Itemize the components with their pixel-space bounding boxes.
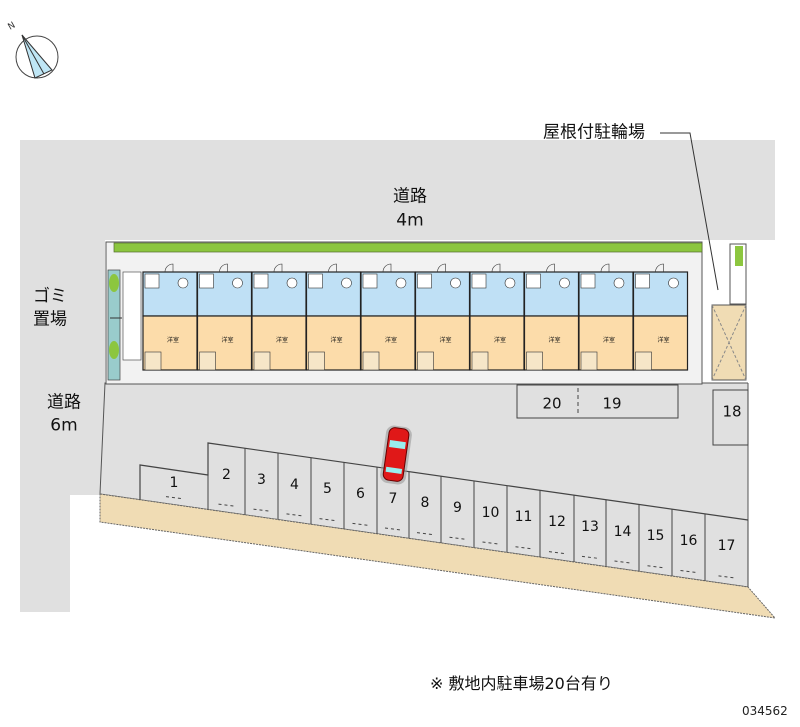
room-label: 洋室 [221, 337, 234, 344]
garbage-label-1: ゴミ [33, 286, 67, 307]
parking-space-17: 17 [717, 538, 736, 555]
boundary-strip [99, 493, 777, 619]
parking-space-5: 5 [323, 481, 332, 498]
parking-space-15: 15 [646, 528, 665, 545]
bike-shelter-label: 屋根付駐輪場 [543, 122, 645, 143]
parking-space-13: 13 [581, 518, 599, 535]
apartment-unit [251, 263, 307, 371]
svg-text:N: N [7, 21, 18, 33]
room-label: 洋室 [657, 337, 670, 344]
apartment-unit [523, 263, 580, 371]
road-right [748, 240, 775, 612]
room-label: 洋室 [548, 337, 561, 344]
road-west-name: 道路 [47, 392, 81, 413]
room-label: 洋室 [384, 337, 398, 344]
compass-icon: N [7, 21, 59, 79]
parking-space-4: 4 [290, 476, 299, 493]
apartment-unit [632, 263, 689, 371]
car-icon [380, 425, 412, 485]
parking-space-9: 9 [453, 499, 462, 516]
parking-space-3: 3 [257, 471, 266, 488]
room-label: 洋室 [493, 337, 507, 344]
apartment-unit [305, 263, 362, 371]
room-label: 洋室 [602, 337, 616, 344]
parking-20: 20 [542, 394, 562, 413]
apartment-unit [142, 263, 198, 371]
apartment-unit [469, 263, 525, 371]
garbage-label-2: 置場 [33, 309, 67, 330]
parking-space-7: 7 [388, 490, 398, 507]
bike-shelter [660, 132, 747, 381]
road-north-width: 4m [396, 210, 424, 231]
parking-extra [516, 384, 749, 446]
room-label: 洋室 [330, 337, 343, 344]
apartment-unit [196, 263, 253, 371]
parking-space-14: 14 [613, 523, 632, 540]
apartment-unit [360, 263, 416, 371]
apartment-unit [414, 263, 471, 371]
room-label: 洋室 [275, 337, 289, 344]
parking-space-12: 12 [548, 514, 566, 531]
parking-space-1: 1 [169, 475, 179, 492]
apartment-unit [578, 263, 634, 371]
parking-18: 18 [722, 402, 742, 421]
apartment-building [105, 241, 703, 385]
parking-space-6: 6 [356, 486, 365, 503]
parking-19: 19 [602, 394, 622, 413]
room-label: 洋室 [166, 337, 180, 344]
room-label: 洋室 [439, 337, 452, 344]
road-west-width: 6m [50, 415, 78, 436]
parking-note: ※ 敷地内駐車場20台有り [430, 674, 613, 693]
parking-slots [139, 442, 749, 587]
parking-space-10: 10 [481, 504, 500, 521]
parking-space-16: 16 [679, 532, 698, 549]
parking-space-8: 8 [420, 495, 430, 512]
parking-space-11: 11 [514, 509, 533, 526]
parking-space-2: 2 [222, 466, 231, 483]
property-code: 034562 [742, 704, 788, 718]
road-north-name: 道路 [393, 186, 427, 207]
